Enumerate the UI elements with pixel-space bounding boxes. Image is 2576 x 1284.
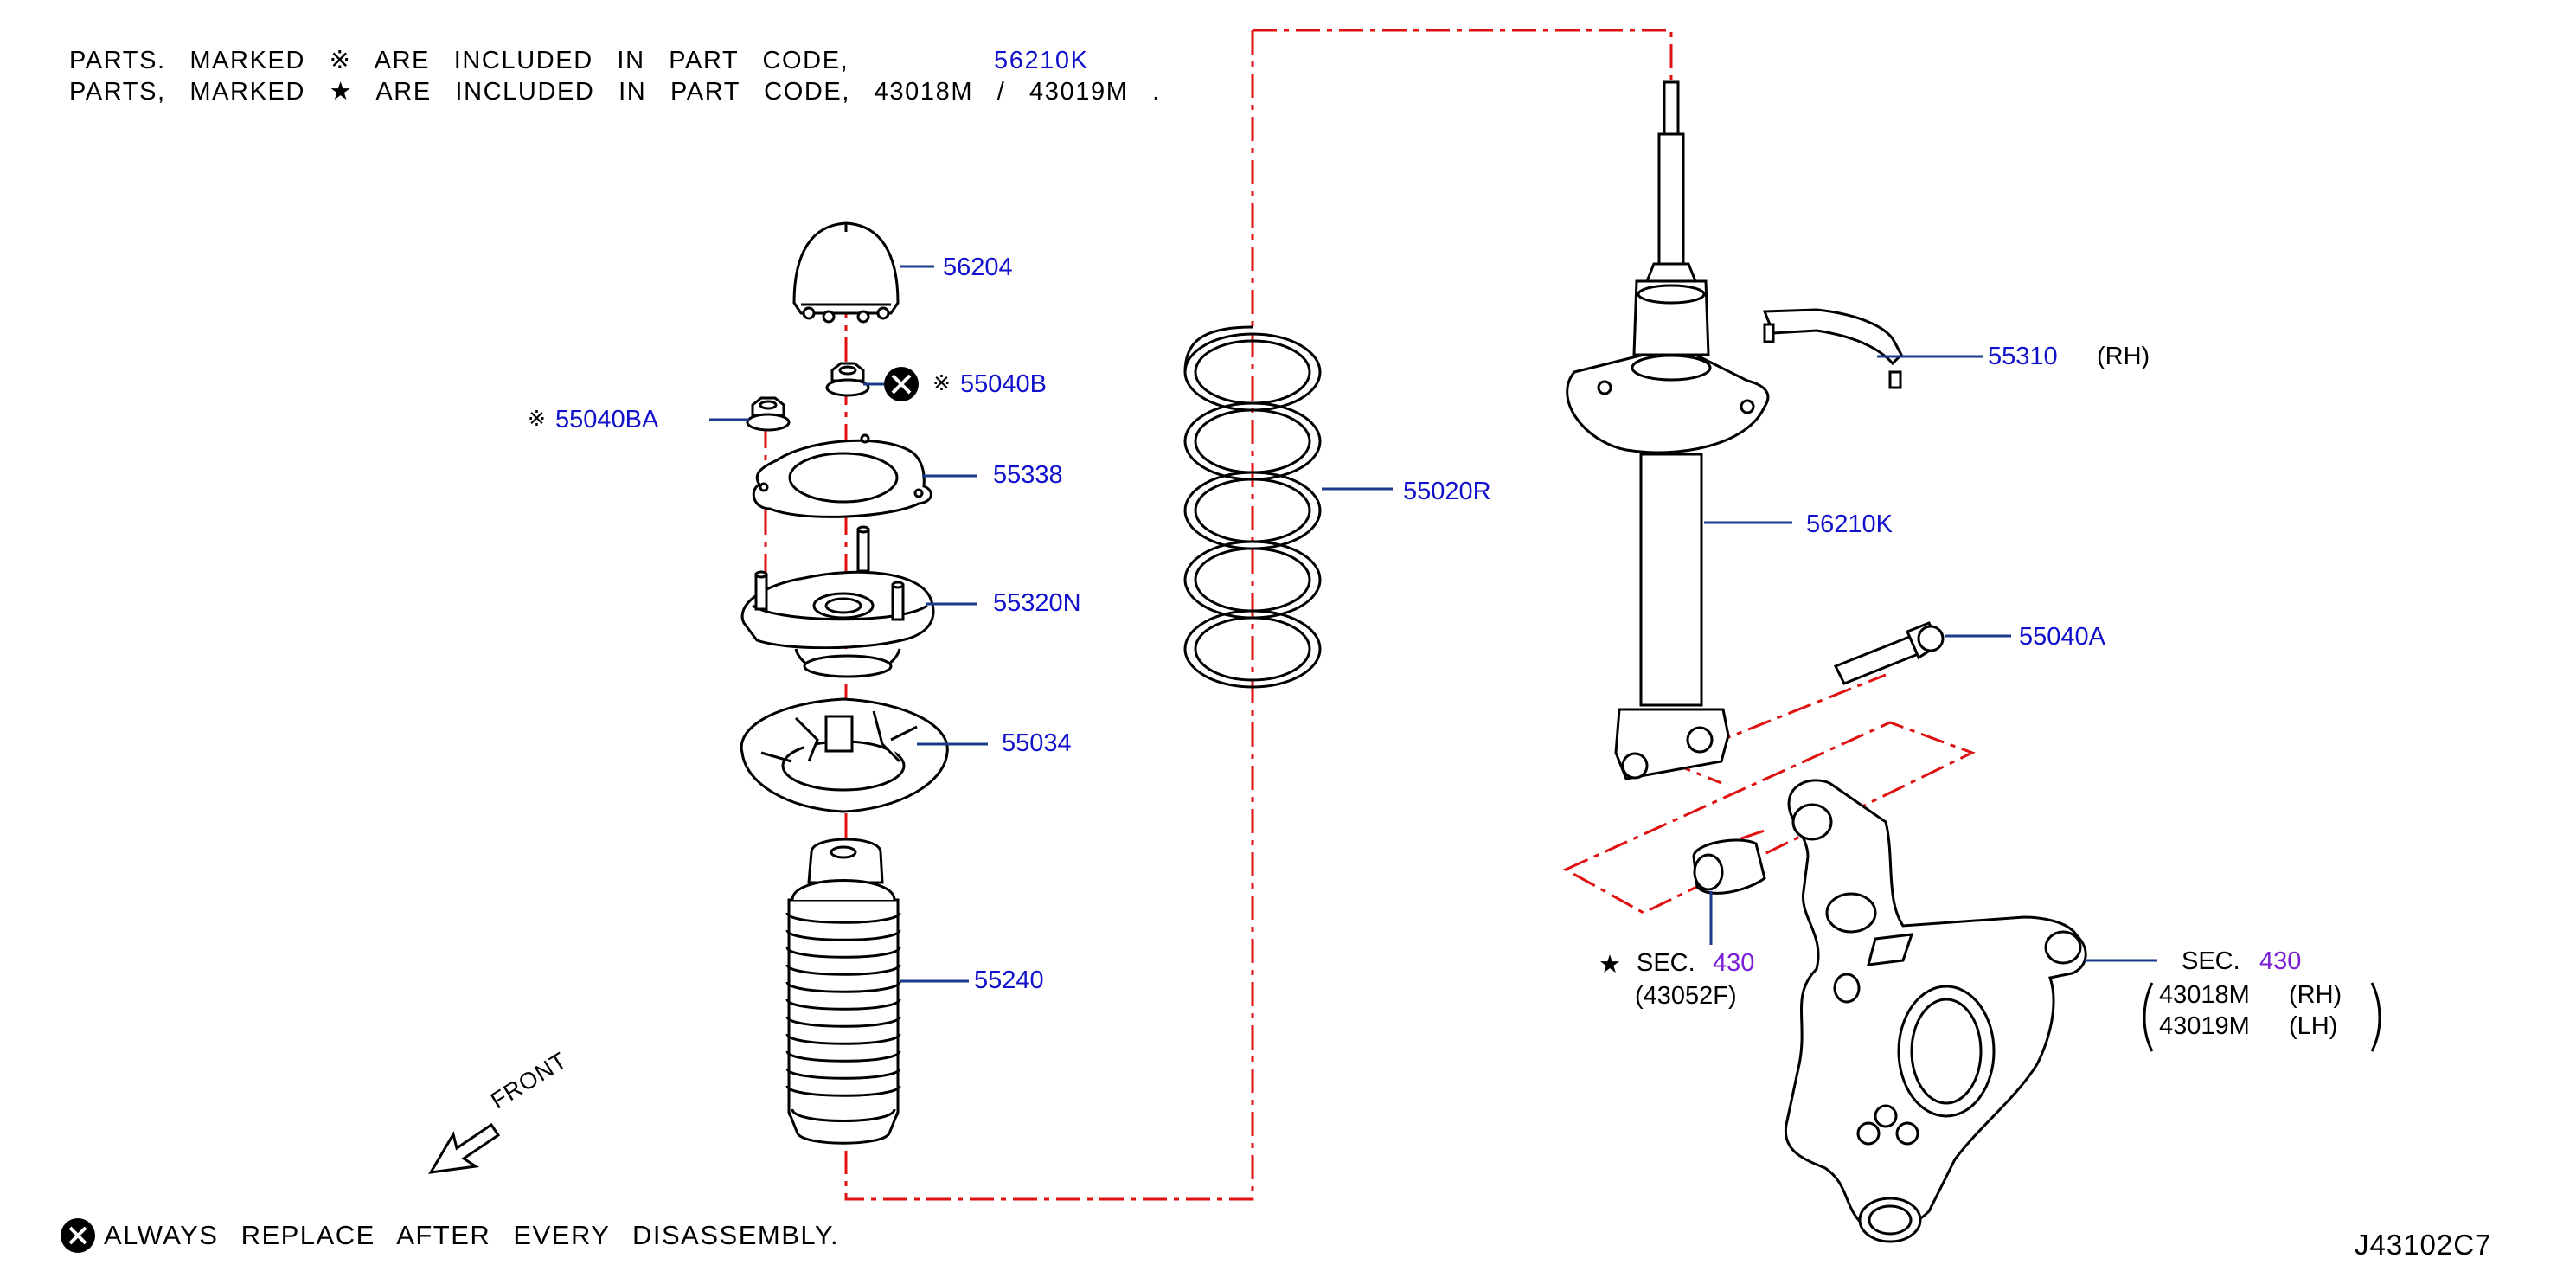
callout-55320n[interactable]: 55320N [993, 589, 1081, 617]
sec-left-number[interactable]: 430 [1713, 949, 1755, 977]
sec-right-number[interactable]: 430 [2259, 947, 2302, 975]
callout-55020r[interactable]: 55020R [1403, 478, 1491, 505]
callout-55040b[interactable]: 55040B [960, 370, 1047, 398]
callout-55040ba[interactable]: 55040BA [555, 406, 659, 433]
knuckle-lh-side: (LH) [2289, 1012, 2338, 1040]
note-2-text: ARE INCLUDED IN PART CODE, 43018M / 4301… [375, 78, 1161, 106]
note-line-2: PARTS, MARKED ★ ARE INCLUDED IN PART COD… [69, 76, 1161, 106]
note-line-1: PARTS. MARKED ※ ARE INCLUDED IN PART COD… [69, 45, 1089, 75]
bolt-55040a [1833, 621, 1945, 685]
note-1-text: ARE INCLUDED IN PART CODE, [374, 47, 849, 74]
note-1-prefix: PARTS. MARKED [69, 47, 305, 74]
nut-55040ba [746, 396, 791, 432]
callout-55338[interactable]: 55338 [993, 461, 1063, 489]
note-1-part-code[interactable]: 56210K [994, 47, 1089, 74]
seat-55034 [740, 697, 949, 813]
bracket-55310 [1762, 308, 1903, 389]
callout-55040ba-mark: ※ [528, 407, 546, 431]
bushing-43052f [1692, 838, 1766, 895]
sec-left-label: SEC. [1637, 949, 1695, 977]
callout-55040b-mark: ※ [932, 371, 951, 395]
mount-55320n [740, 525, 935, 678]
knuckle-rh-side: (RH) [2289, 981, 2342, 1009]
coil-spring-55020r [1183, 325, 1322, 689]
replace-x-icon [61, 1218, 95, 1253]
callout-56204[interactable]: 56204 [943, 254, 1013, 281]
callout-55310[interactable]: 55310 [1988, 343, 2058, 370]
sec-left-star: ★ [1599, 951, 1621, 979]
sec-left-subcode: (43052F) [1635, 982, 1737, 1010]
note-2-symbol: ★ [329, 78, 354, 106]
callout-55310-side: (RH) [2097, 343, 2150, 370]
knuckle-lh-code: 43019M [2159, 1012, 2250, 1040]
callout-56210k[interactable]: 56210K [1806, 510, 1893, 538]
footer-text: ALWAYS REPLACE AFTER EVERY DISASSEMBLY. [104, 1220, 840, 1250]
diagram-id: J43102C7 [2355, 1229, 2492, 1261]
front-arrow-icon [428, 1122, 501, 1174]
callout-55040a[interactable]: 55040A [2019, 623, 2105, 651]
boot-pleats [785, 912, 901, 1122]
replace-x-icon [884, 367, 919, 401]
plate-55338 [752, 433, 932, 518]
knuckle-43018m [1784, 779, 2087, 1243]
callout-55034[interactable]: 55034 [1002, 729, 1072, 757]
assembly-center-lines [764, 29, 1976, 1201]
strut-56210k [1566, 80, 1770, 780]
callout-55240[interactable]: 55240 [974, 966, 1044, 994]
note-2-prefix: PARTS, MARKED [69, 78, 305, 106]
leader-lines [709, 265, 2157, 983]
sec-right-label: SEC. [2182, 947, 2240, 975]
rh-lh-brackets [2143, 982, 2381, 1052]
cap-56204 [792, 221, 900, 324]
nut-55040b [825, 362, 870, 397]
footer-note: ALWAYS REPLACE AFTER EVERY DISASSEMBLY. [61, 1218, 839, 1253]
note-1-symbol: ※ [329, 47, 352, 74]
knuckle-rh-code: 43018M [2159, 981, 2250, 1009]
